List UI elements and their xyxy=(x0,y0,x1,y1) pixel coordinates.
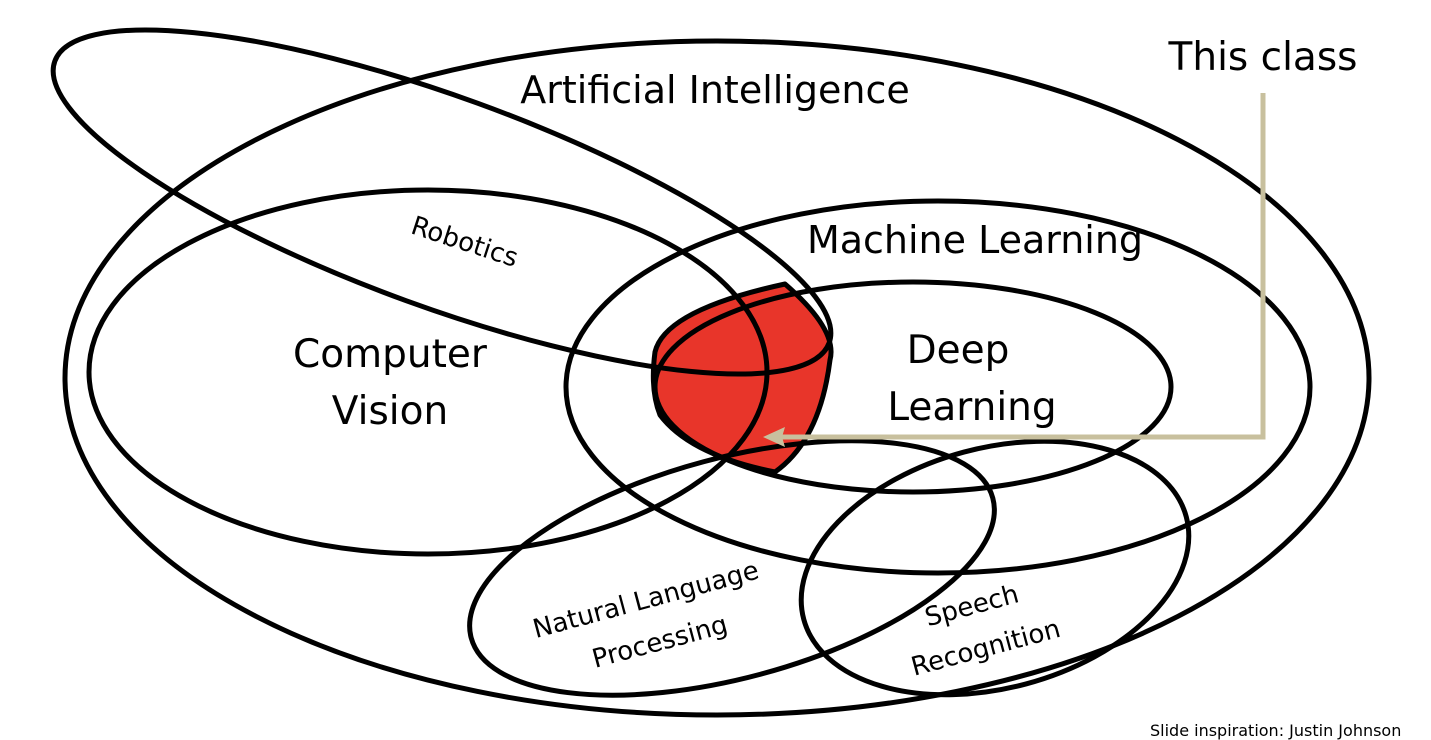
label-speech-line1: Speech xyxy=(922,579,1022,633)
pointer-arrowhead xyxy=(763,427,785,447)
label-computer-vision-line2: Vision xyxy=(332,389,448,434)
speech-recognition-ellipse xyxy=(798,438,1192,698)
this-class-pointer xyxy=(778,93,1266,440)
label-deep-learning-line1: Deep xyxy=(907,328,1010,373)
robotics-ellipse xyxy=(50,27,834,377)
label-this-class: This class xyxy=(1168,35,1358,80)
label-computer-vision-line1: Computer xyxy=(293,332,488,377)
deep-learning-ellipse xyxy=(652,279,1174,495)
machine-learning-ellipse xyxy=(563,198,1313,576)
credit-note: Slide inspiration: Justin Johnson xyxy=(1150,721,1402,740)
label-deep-learning-line2: Learning xyxy=(887,385,1056,430)
nlp-ellipse xyxy=(467,438,997,698)
label-machine-learning: Machine Learning xyxy=(807,218,1143,262)
ai-ellipse xyxy=(62,38,1372,718)
label-robotics: Robotics xyxy=(407,211,521,274)
label-artificial-intelligence: Artificial Intelligence xyxy=(520,68,909,112)
